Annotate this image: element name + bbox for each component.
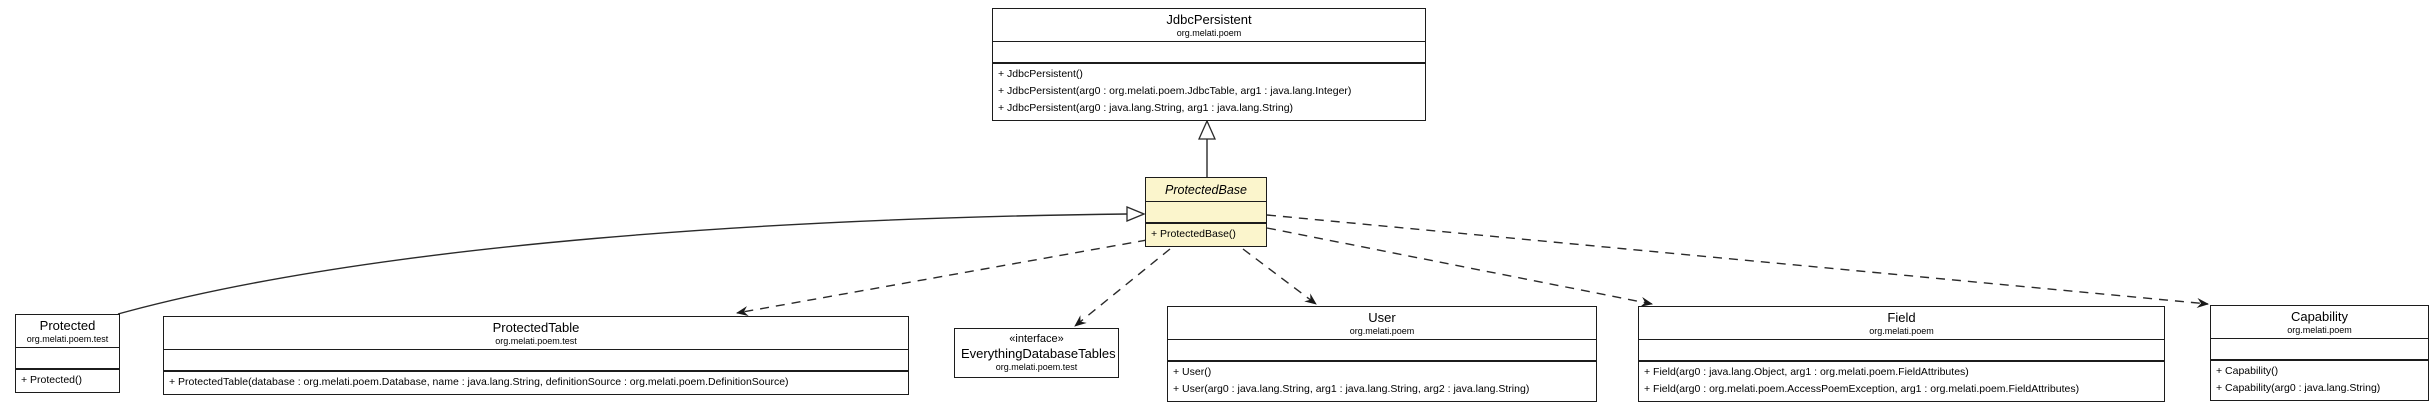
- generalization-line-protected-protectedbase: [117, 213, 1128, 315]
- attributes-compartment: [2211, 338, 2428, 359]
- class-title: «interface» EverythingDatabaseTables org…: [955, 329, 1118, 377]
- class-title: Field org.melati.poem: [1639, 307, 2164, 339]
- method-entry: + ProtectedTable(database : org.melati.p…: [169, 376, 789, 388]
- method-entry: + Field(arg0 : java.lang.Object, arg1 : …: [1644, 366, 1969, 378]
- class-box-protectedbase[interactable]: ProtectedBase + ProtectedBase(): [1145, 177, 1267, 247]
- method-entry: + User(): [1173, 366, 1212, 378]
- class-title: Protected org.melati.poem.test: [16, 315, 119, 347]
- dependency-line-protectedbase-protectedtable: [736, 239, 1148, 316]
- class-box-everythingdatabasetables[interactable]: «interface» EverythingDatabaseTables org…: [954, 328, 1119, 378]
- dependency-line-protectedbase-everythingdatabasetables: [1074, 248, 1171, 327]
- class-title: JdbcPersistent org.melati.poem: [993, 9, 1425, 41]
- method-entry: + JdbcPersistent(): [998, 68, 1083, 80]
- hollow-triangle-icon: [1197, 119, 1217, 140]
- attributes-compartment: [164, 349, 908, 370]
- class-package: org.melati.poem: [1349, 326, 1415, 336]
- method-entry: + User(arg0 : java.lang.String, arg1 : j…: [1173, 383, 1530, 395]
- class-box-protected[interactable]: Protected org.melati.poem.test + Protect…: [15, 314, 120, 393]
- attributes-compartment: [993, 41, 1425, 62]
- class-title: Capability org.melati.poem: [2211, 306, 2428, 338]
- class-name: ProtectedBase: [1165, 183, 1247, 197]
- class-title: ProtectedTable org.melati.poem.test: [164, 317, 908, 349]
- stereotype-label: «interface»: [1009, 333, 1064, 345]
- dependency-line-protectedbase-field: [1266, 227, 1653, 307]
- attributes-compartment: [1168, 339, 1596, 360]
- class-package: org.melati.poem: [1176, 28, 1242, 38]
- class-box-field[interactable]: Field org.melati.poem + Field(arg0 : jav…: [1638, 306, 2165, 402]
- method-entry: + Protected(): [21, 374, 82, 386]
- method-entry: + ProtectedBase(): [1151, 228, 1236, 240]
- methods-compartment: + JdbcPersistent() + JdbcPersistent(arg0…: [993, 62, 1425, 120]
- class-package: org.melati.poem: [2287, 325, 2352, 335]
- class-title: User org.melati.poem: [1168, 307, 1596, 339]
- class-name: Field: [1887, 310, 1916, 325]
- class-name: JdbcPersistent: [1166, 12, 1252, 27]
- methods-compartment: + Capability() + Capability(arg0 : java.…: [2211, 359, 2428, 400]
- method-entry: + JdbcPersistent(arg0 : org.melati.poem.…: [998, 85, 1352, 97]
- attributes-compartment: [1146, 201, 1266, 222]
- class-box-user[interactable]: User org.melati.poem + User() + User(arg…: [1167, 306, 1597, 402]
- attributes-compartment: [1639, 339, 2164, 360]
- class-box-capability[interactable]: Capability org.melati.poem + Capability(…: [2210, 305, 2429, 401]
- methods-compartment: + ProtectedBase(): [1146, 222, 1266, 246]
- method-entry: + Field(arg0 : org.melati.poem.AccessPoe…: [1644, 383, 2080, 395]
- class-box-jdbcpersistent[interactable]: JdbcPersistent org.melati.poem + JdbcPer…: [992, 8, 1426, 121]
- class-package: org.melati.poem: [1869, 326, 1934, 336]
- hollow-triangle-icon: [1126, 206, 1146, 222]
- class-title: ProtectedBase: [1146, 178, 1266, 201]
- class-box-protectedtable[interactable]: ProtectedTable org.melati.poem.test + Pr…: [163, 316, 909, 395]
- methods-compartment: + User() + User(arg0 : java.lang.String,…: [1168, 360, 1596, 401]
- method-entry: + Capability(arg0 : java.lang.String): [2216, 382, 2381, 394]
- attributes-compartment: [16, 347, 119, 368]
- class-package: org.melati.poem.test: [495, 336, 577, 346]
- dependency-line-protectedbase-capability: [1266, 214, 2209, 308]
- dependency-line-protectedbase-user: [1242, 248, 1317, 305]
- class-name: Protected: [39, 318, 96, 333]
- class-name: User: [1368, 310, 1396, 325]
- method-entry: + JdbcPersistent(arg0 : java.lang.String…: [998, 102, 1294, 114]
- class-name: Capability: [2290, 309, 2349, 324]
- class-name: ProtectedTable: [492, 320, 580, 335]
- class-package: org.melati.poem.test: [26, 334, 109, 344]
- method-entry: + Capability(): [2216, 365, 2279, 377]
- methods-compartment: + Protected(): [16, 368, 119, 392]
- methods-compartment: + ProtectedTable(database : org.melati.p…: [164, 370, 908, 394]
- class-name: EverythingDatabaseTables: [961, 346, 1116, 361]
- class-package: org.melati.poem.test: [995, 362, 1078, 372]
- methods-compartment: + Field(arg0 : java.lang.Object, arg1 : …: [1639, 360, 2164, 401]
